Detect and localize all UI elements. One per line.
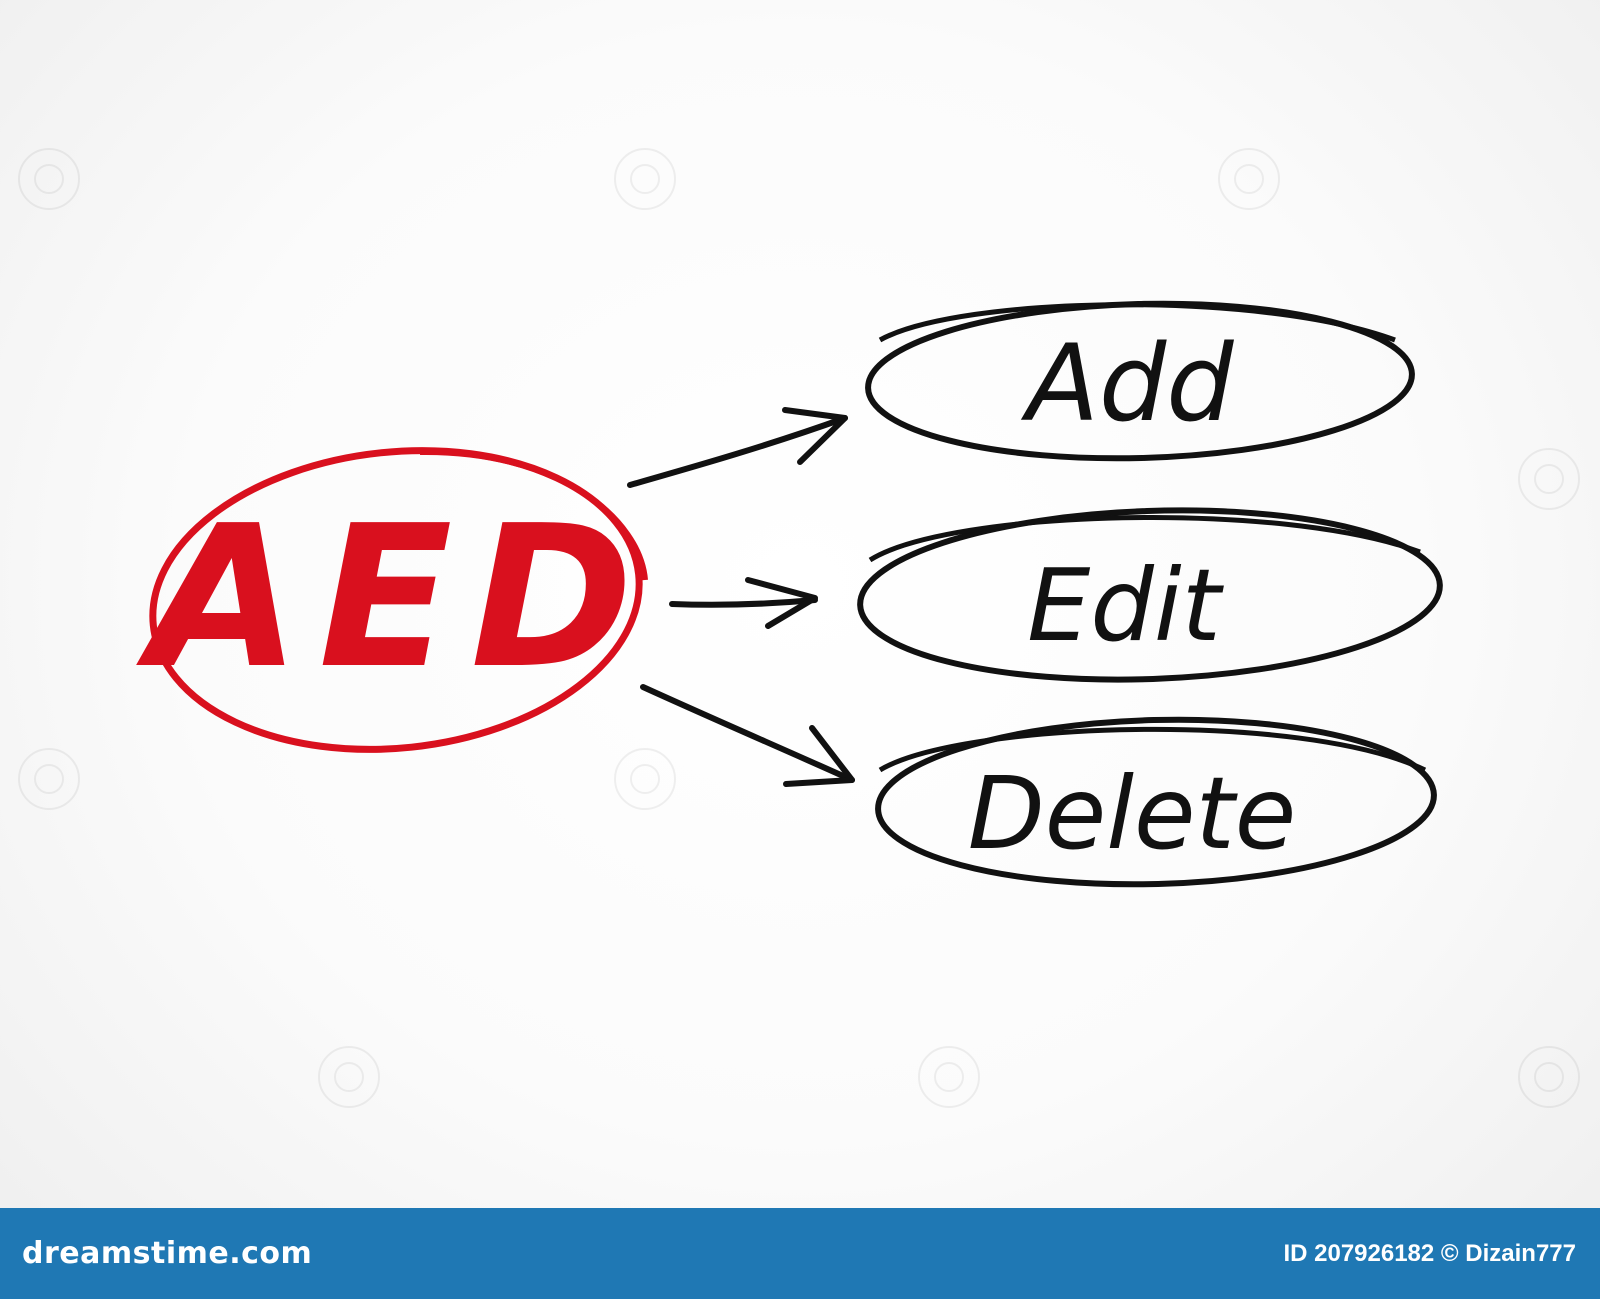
footer-brand[interactable]: dreamstime.com: [22, 1236, 313, 1271]
watermark-icon: [1218, 148, 1280, 210]
arrow-head: [782, 407, 848, 465]
watermark-icon: [1518, 1046, 1580, 1108]
stock-footer-bar: dreamstime.com ID 207926182 © Dizain777: [0, 1208, 1600, 1299]
node-ellipse: [857, 507, 1443, 683]
footer-credit: ID 207926182 © Dizain777: [1283, 1239, 1576, 1267]
node-label-edit: Edit: [1027, 547, 1224, 664]
diagram-canvas: AED Add Edit Delete: [136, 300, 1443, 888]
arrow-shaft: [669, 597, 818, 608]
arrow-to-delete: [640, 684, 855, 787]
center-ellipse: [149, 447, 643, 753]
watermark-icon: [18, 748, 80, 810]
center-node: AED: [136, 447, 651, 753]
node-ellipse-overdraw: [868, 514, 1421, 563]
node-edit: Edit: [857, 507, 1443, 683]
node-ellipse: [875, 716, 1437, 888]
arrow-shaft: [640, 684, 855, 783]
arrow-head: [745, 577, 818, 629]
arrow-to-edit: [669, 577, 818, 629]
arrow-shaft: [627, 415, 848, 488]
node-label-delete: Delete: [968, 755, 1297, 872]
node-label-add: Add: [1020, 322, 1234, 445]
node-add: Add: [865, 300, 1415, 462]
center-label: AED: [136, 484, 651, 712]
node-ellipse-overdraw: [878, 302, 1396, 343]
watermark-icon: [918, 1046, 980, 1108]
node-ellipse-overdraw: [878, 726, 1427, 773]
node-delete: Delete: [875, 716, 1437, 888]
watermark-icon: [18, 148, 80, 210]
watermark-icon: [1518, 448, 1580, 510]
arrow-to-add: [627, 407, 848, 488]
watermark-icon: [318, 1046, 380, 1108]
center-ellipse-overdraw: [419, 448, 648, 581]
arrow-head: [783, 725, 855, 787]
watermark-icon: [614, 148, 676, 210]
watermark-icon: [614, 748, 676, 810]
